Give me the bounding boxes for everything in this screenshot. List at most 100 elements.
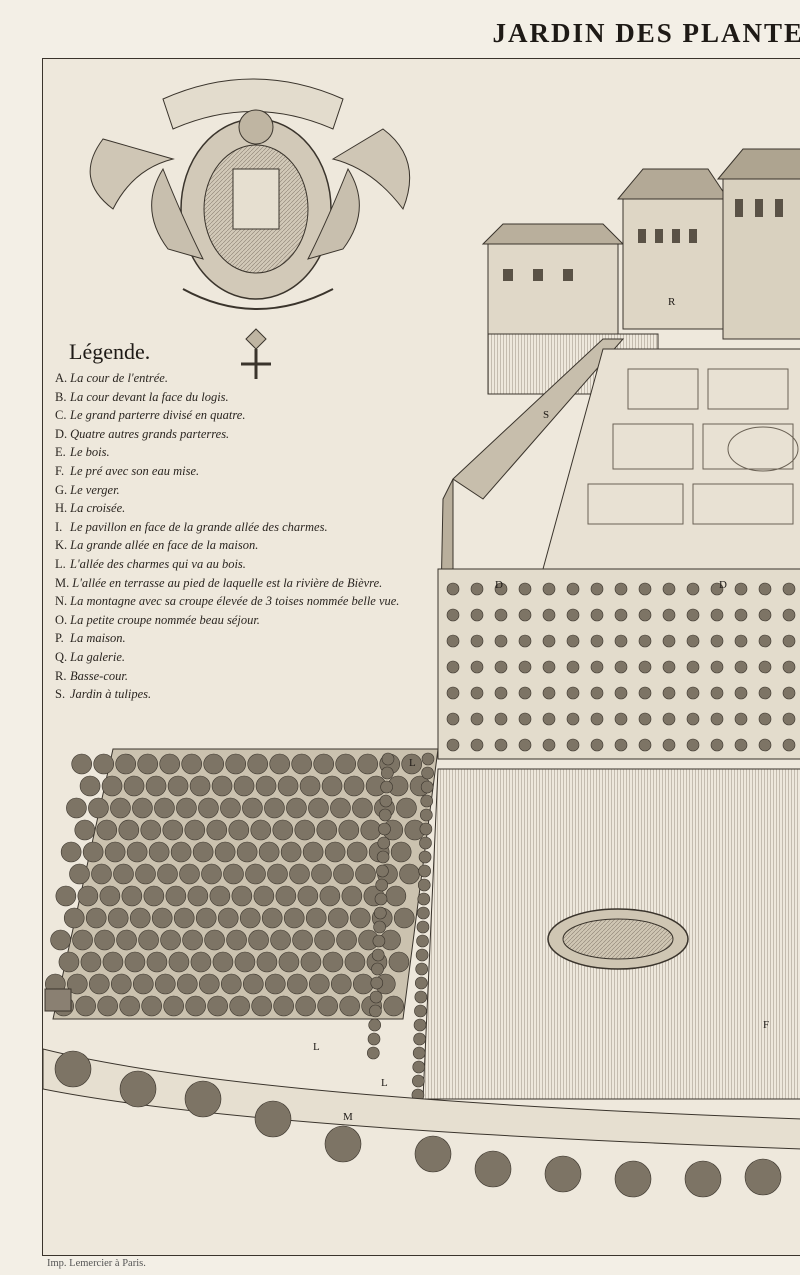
allee-tree [366,1046,380,1060]
orchard-tree [614,712,628,726]
legend-item: E.Le bois. [55,443,435,462]
woods-tree [179,863,200,885]
allee-tree [374,892,388,906]
legend-item: K.La grande allée en face de la maison. [55,536,435,555]
orchard-tree [782,608,796,622]
woods-tree [80,951,102,973]
woods-tree [137,753,158,775]
allee-tree [417,892,431,906]
woods-tree [165,885,187,907]
orchard-tree [566,660,580,674]
woods-tree [190,951,212,973]
plan-label-s: S [543,409,550,421]
woods-tree [167,775,189,797]
allee-tree [381,752,395,766]
coat-of-arms [89,78,411,379]
orchard-tree [734,582,748,596]
woods-tree [111,973,132,995]
woods-tree [313,753,335,775]
woods-tree [206,819,228,841]
woods-tree [287,973,308,995]
woods-tree [273,995,294,1017]
woods-tree [283,907,305,929]
orchard-tree [590,712,604,726]
allee-of-hornbeams [366,752,435,1102]
orchard-tree [614,634,628,648]
woods-tree [170,841,192,863]
woods-tree [223,863,244,885]
orchard-tree [710,738,724,752]
legend: Légende. A.La cour de l'entrée.B.La cour… [55,339,435,704]
woods-tree [357,753,379,775]
legend-text: Le bois. [70,445,110,460]
woods-tree [286,797,307,819]
orchard-tree [542,608,556,622]
woods-tree [297,885,319,907]
allee-tree [369,990,383,1004]
orchard-tree [542,686,556,700]
riverside-tree [184,1080,222,1118]
woods-tree [141,995,162,1017]
woods-tree [396,797,417,819]
orchard-tree [614,738,628,752]
woods-trees [45,753,431,1017]
legend-text: Basse-cour. [70,668,128,683]
garden-shed [44,988,72,1012]
woods-tree [277,775,299,797]
woods-tree [220,797,241,819]
allee-tree [367,1032,381,1046]
riverside-trees [54,1050,782,1198]
legend-key: K. [55,538,68,553]
orchard-tree [566,686,580,700]
woods-tree [119,995,140,1017]
woods-tree [115,753,136,775]
woods-tree [121,885,143,907]
woods-tree [157,863,178,885]
woods-tree [94,929,115,951]
woods-tree [155,973,176,995]
orchard-tree [494,686,508,700]
woods-tree [192,841,214,863]
woods-tree [327,907,349,929]
orchard-tree [638,686,652,700]
legend-item: N.La montagne avec sa croupe élevée de 3… [55,592,435,611]
legend-key: C. [55,408,67,423]
woods-tree [212,951,234,973]
woods-tree [255,775,277,797]
allee-tree [412,1046,426,1060]
legend-key: S. [55,687,66,702]
woods-tree [181,753,202,775]
engraved-plate: Légende. A.La cour de l'entrée.B.La cour… [42,58,800,1256]
woods-tree [85,907,107,929]
orchard-tree [446,712,460,726]
woods-tree [88,973,110,995]
woods-tree [104,841,126,863]
allee-tree [369,1004,382,1018]
legend-item: D.Quatre autres grands parterres. [55,425,435,444]
woods-tree [168,951,190,973]
woods-tree [97,995,118,1017]
riverside-tree [544,1155,582,1193]
orchard-tree [542,660,556,674]
legend-item: P.La maison. [55,629,435,648]
woods-tree [75,995,96,1017]
chateau-buildings [481,148,800,395]
legend-key: B. [55,389,67,404]
woods-tree [79,775,101,797]
legend-item: H.La croisée. [55,499,435,518]
woods-tree [250,819,272,841]
orchard-tree [734,738,748,752]
woods-tree [280,841,302,863]
riverside-tree [744,1158,782,1196]
orchard-tree [542,582,556,596]
orchard-tree [494,634,508,648]
orchard-tree [446,686,460,700]
legend-key: L. [55,556,66,571]
legend-text: La montagne avec sa croupe élevée de 3 t… [70,594,400,609]
orchard-tree [542,712,556,726]
legend-item: O.La petite croupe nommée beau séjour. [55,611,435,630]
legend-text: L'allée en terrasse au pied de laquelle … [72,575,383,590]
legend-item: C.Le grand parterre divisé en quatre. [55,406,435,425]
orchard-tree [758,686,772,700]
orchard-tree [710,712,724,726]
